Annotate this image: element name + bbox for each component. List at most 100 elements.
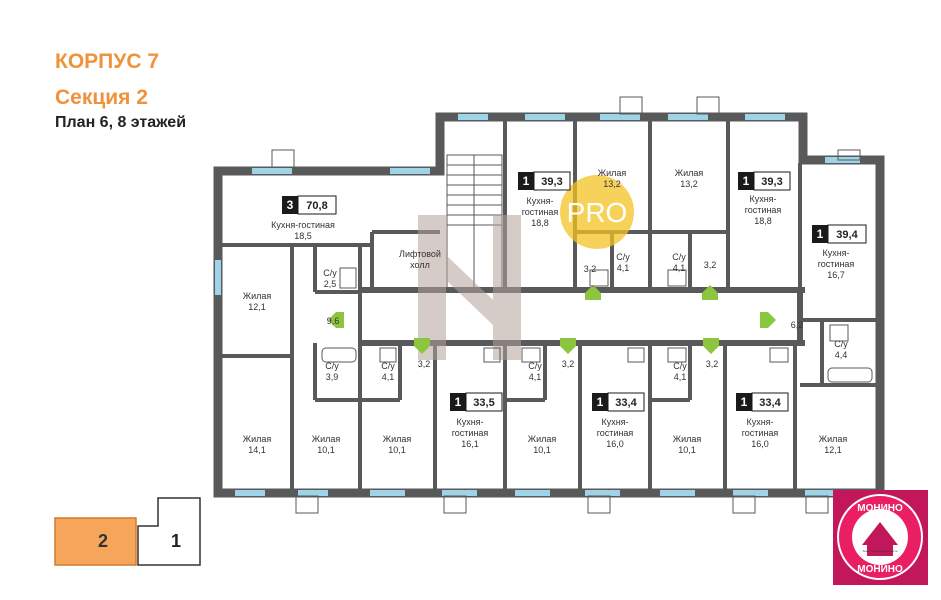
room-label: гостиная xyxy=(745,205,782,215)
badge-3-70: 3 70,8 xyxy=(282,195,337,215)
watermark-logo xyxy=(418,215,521,360)
room-area: 10,1 xyxy=(533,445,551,455)
fixtures xyxy=(321,267,873,383)
room-area: 4,1 xyxy=(673,263,686,273)
badge-rooms: 1 xyxy=(817,227,824,241)
badge-rooms: 3 xyxy=(287,198,294,212)
badge-area: 39,3 xyxy=(761,176,782,188)
room-area: 3,9 xyxy=(326,372,339,382)
badge-1-39-b: 1 39,3 xyxy=(738,171,791,191)
room-area: 16,1 xyxy=(461,439,479,449)
room-area: 2,5 xyxy=(324,279,337,289)
room-area: 10,1 xyxy=(388,445,406,455)
balconies xyxy=(271,96,861,514)
section-minimap: 2 1 xyxy=(54,497,201,566)
building-title: КОРПУС 7 xyxy=(55,50,159,73)
room-label: Кухня- xyxy=(601,417,628,427)
room-label: гостиная xyxy=(818,259,855,269)
partition-walls xyxy=(222,121,876,490)
room-label: гостиная xyxy=(522,207,559,217)
room-area: 18,8 xyxy=(531,218,549,228)
badge-rooms: 1 xyxy=(597,395,604,409)
room-area: 13,2 xyxy=(603,179,621,189)
room-area: 9,6 xyxy=(327,316,340,326)
watermark-text: PRO xyxy=(567,197,628,228)
badge-area: 70,8 xyxy=(306,200,327,212)
room-label: Кухня- xyxy=(746,417,773,427)
room-label: С/у xyxy=(528,361,542,371)
badge-rooms: 1 xyxy=(455,395,462,409)
room-label: Жилая xyxy=(673,434,702,444)
room-label: Жилая xyxy=(243,434,272,444)
badge-area: 39,3 xyxy=(541,176,562,188)
room-label: Жилая xyxy=(243,291,272,301)
room-area: 4,1 xyxy=(529,372,542,382)
room-label: гостиная xyxy=(742,428,779,438)
room-area: 3,2 xyxy=(418,359,431,369)
room-area: 6,2 xyxy=(791,320,804,330)
staircase xyxy=(446,154,503,291)
logo-text-top: МОНИНО xyxy=(857,503,903,514)
room-area: 16,0 xyxy=(751,439,769,449)
badge-area: 33,4 xyxy=(759,397,781,409)
room-label: Кухня- xyxy=(456,417,483,427)
room-label: холл xyxy=(410,260,430,270)
minimap-current-section: 2 xyxy=(98,531,108,551)
room-area: 4,1 xyxy=(674,372,687,382)
room-label: С/у xyxy=(672,252,686,262)
room-area: 3,2 xyxy=(704,260,717,270)
room-label: гостиная xyxy=(597,428,634,438)
logo-text-bottom: МОНИНО xyxy=(857,564,903,575)
room-area: 10,1 xyxy=(317,445,335,455)
badge-rooms: 1 xyxy=(743,174,750,188)
logo-small-text: Агентство недвижимости xyxy=(863,549,898,553)
badge-rooms: 1 xyxy=(741,395,748,409)
agency-logo: МОНИНО МОНИНО Агентство недвижимости xyxy=(833,490,928,585)
room-label: Жилая xyxy=(312,434,341,444)
room-area: 3,2 xyxy=(562,359,575,369)
room-area: 18,8 xyxy=(754,216,772,226)
room-area: 3,2 xyxy=(584,264,597,274)
room-area: 3,2 xyxy=(706,359,719,369)
room-label: Жилая xyxy=(819,434,848,444)
watermark-circle xyxy=(560,175,634,249)
room-label: Лифтовой xyxy=(399,249,441,259)
badge-area: 39,4 xyxy=(836,229,858,241)
room-area: 4,4 xyxy=(835,350,848,360)
room-area: 4,1 xyxy=(617,263,630,273)
badge-1-33-5: 1 33,5 xyxy=(450,392,503,412)
room-area: 16,0 xyxy=(606,439,624,449)
room-label: Жилая xyxy=(528,434,557,444)
room-area: 13,2 xyxy=(680,179,698,189)
badge-rooms: 1 xyxy=(523,174,530,188)
room-area: 12,1 xyxy=(824,445,842,455)
room-area: 16,7 xyxy=(827,270,845,280)
room-label: С/у xyxy=(616,252,630,262)
room-labels: Кухня-гостиная 18,5 Лифтовой холл С/у 2,… xyxy=(243,168,855,455)
badge-area: 33,5 xyxy=(473,397,494,409)
room-label: Кухня- xyxy=(822,248,849,258)
room-area: 4,1 xyxy=(382,372,395,382)
badge-1-33-4-b: 1 33,4 xyxy=(736,392,789,412)
room-label: С/у xyxy=(325,361,339,371)
room-label: С/у xyxy=(381,361,395,371)
room-label: Жилая xyxy=(383,434,412,444)
room-label: С/у xyxy=(834,339,848,349)
room-label: Кухня- xyxy=(526,196,553,206)
minimap-other-section: 1 xyxy=(171,531,181,551)
room-label: Жилая xyxy=(675,168,704,178)
entrance-markers xyxy=(328,285,776,354)
room-area: 12,1 xyxy=(248,302,266,312)
section-title: Секция 2 xyxy=(55,86,148,109)
room-label: Кухня- xyxy=(749,194,776,204)
room-label: С/у xyxy=(673,361,687,371)
room-label: С/у xyxy=(323,268,337,278)
badge-1-33-4-a: 1 33,4 xyxy=(592,392,645,412)
plan-subtitle: План 6, 8 этажей xyxy=(55,114,187,131)
room-area: 14,1 xyxy=(248,445,266,455)
badge-1-39-a: 1 39,3 xyxy=(518,171,571,191)
room-area: 18,5 xyxy=(294,231,312,241)
room-label: Кухня-гостиная xyxy=(271,220,335,230)
room-label: гостиная xyxy=(452,428,489,438)
